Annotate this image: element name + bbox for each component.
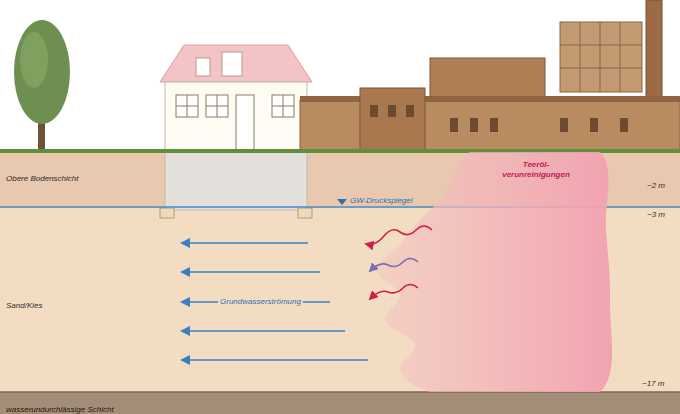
- layer-name: wasserundurchlässige Schicht: [6, 405, 114, 414]
- tree-crown: [14, 20, 70, 124]
- house-body: [165, 82, 307, 152]
- window: [206, 95, 228, 117]
- window: [272, 95, 294, 117]
- contaminant-squiggle: [370, 285, 418, 300]
- factory-window: [620, 118, 628, 132]
- factory-hall: [300, 100, 680, 152]
- contaminant-squiggle: [366, 226, 432, 244]
- house-roof: [160, 45, 312, 82]
- layer-name: Sand/Kies: [6, 301, 42, 311]
- flow-arrow: [182, 271, 320, 273]
- window-bar: [176, 106, 198, 107]
- water-level-symbol: [337, 199, 347, 205]
- flow-arrow: [182, 359, 368, 361]
- basement: [165, 152, 307, 210]
- dormer-window: [222, 52, 242, 76]
- window-bar: [272, 106, 294, 107]
- plume-label: Teeröl- verunreinigungen: [488, 160, 584, 180]
- gas-holder-frame: [560, 68, 642, 69]
- gas-holder-frame: [580, 22, 581, 92]
- factory-window: [490, 118, 498, 132]
- window: [176, 95, 198, 117]
- factory-window: [470, 118, 478, 132]
- impermeable-band: [0, 392, 680, 414]
- factory-window: [590, 118, 598, 132]
- contamination-plume: Teeröl- verunreinigungen: [360, 152, 620, 392]
- factory-window: [450, 118, 458, 132]
- contaminant-squiggle: [370, 259, 418, 272]
- door: [236, 95, 254, 152]
- flow-arrow: [182, 242, 308, 244]
- window-bar: [206, 106, 228, 107]
- attic-window: [196, 58, 210, 76]
- layer-name: Obere Bodenschicht: [6, 174, 79, 184]
- flow-arrow: [182, 330, 345, 332]
- tree-crown-light: [20, 32, 48, 88]
- depth-mark: ~3 m: [647, 210, 665, 220]
- depth-mark: ~2 m: [647, 181, 665, 191]
- footing: [160, 208, 174, 218]
- factory-window: [370, 105, 378, 117]
- gas-holder-frame: [620, 22, 621, 92]
- gas-holder: [560, 22, 642, 92]
- factory-building: [360, 88, 425, 152]
- water-table-label: GW-Druckspiegel: [348, 196, 415, 206]
- gas-holder-frame: [600, 22, 601, 92]
- plume-outline: [376, 152, 612, 392]
- flow-label: Grundwasserströmung: [218, 297, 303, 307]
- aquifer-band: Sand/Kies: [0, 208, 680, 392]
- depth-mark: ~17 m: [642, 379, 664, 389]
- factory-window: [560, 118, 568, 132]
- footing: [298, 208, 312, 218]
- factory-roof: [300, 96, 680, 102]
- factory-window: [406, 105, 414, 117]
- sky: [0, 0, 680, 152]
- factory-window: [388, 105, 396, 117]
- gas-holder-frame: [560, 45, 642, 46]
- impermeable-band: wasserundurchlässige Schicht: [0, 392, 680, 414]
- plume-shape: [360, 152, 620, 392]
